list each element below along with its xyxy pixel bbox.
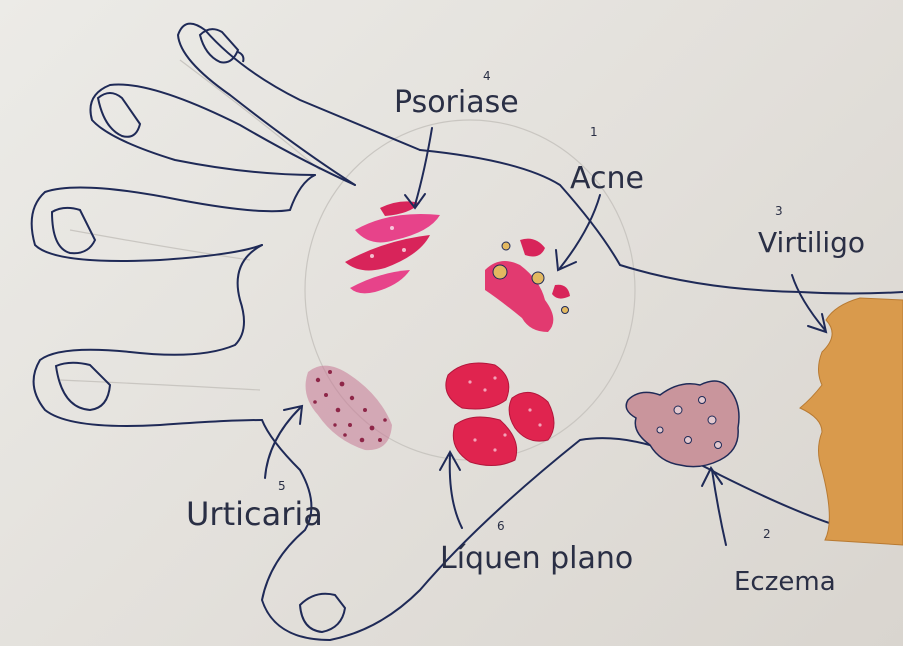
fingernails [52,29,345,632]
thumb-and-palm-edge [262,420,835,640]
index-finger [178,24,420,185]
psoriase-label: Psoriase [394,85,519,120]
eczema-arrowhead [702,468,722,486]
psoriase-arrow [415,128,432,205]
urticaria-lesion [306,366,392,450]
urticaria-number: 5 [278,479,286,493]
liquen-plano-label: Líquen plano [440,541,633,576]
psoriase-number: 4 [483,69,491,83]
psoriase-lesion [345,201,440,293]
thumb-fingernail [300,594,345,632]
vitiligo-label: Virtiligo [758,226,865,259]
acne-arrow [560,195,600,268]
eczema-number: 2 [763,527,771,541]
liquen-plano-lesion [446,363,554,466]
eczema-lesion [626,381,739,467]
vitiligo-lesion [800,298,903,545]
urticaria-arrow [265,408,300,478]
middle-finger [90,85,355,186]
pointer-arrows [265,128,826,545]
vitiligo-arrow [792,275,825,330]
vitiligo-number: 3 [775,204,783,218]
urticaria-label: Urticaria [186,495,323,533]
eczema-label: Eczema [734,567,836,597]
acne-number: 1 [590,125,598,139]
liquen-plano-number: 6 [497,519,505,533]
acne-label: Acne [570,161,644,196]
little-fingernail [56,363,110,410]
liquen-plano-arrow [450,455,462,528]
